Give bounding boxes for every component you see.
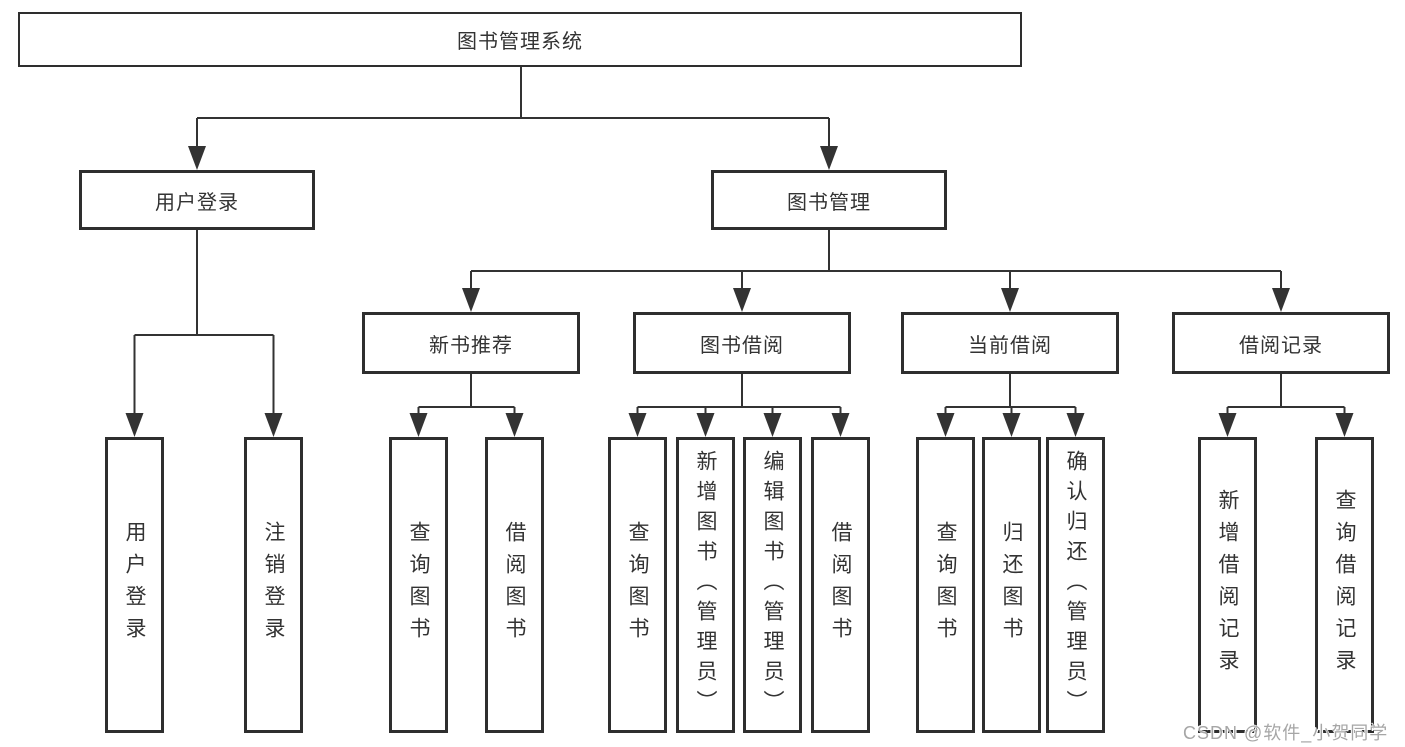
leaf-borrow-books-2-label: 借阅图书 bbox=[829, 521, 852, 649]
leaf-query-books-2: 查询图书 bbox=[608, 437, 667, 733]
leaf-query-borrow-record-label: 查询借阅记录 bbox=[1333, 489, 1356, 681]
node-borrow-records-label: 借阅记录 bbox=[1239, 334, 1323, 357]
arrow-down-icon bbox=[1066, 413, 1085, 437]
node-root-label: 图书管理系统 bbox=[457, 31, 583, 53]
connector-user-login bbox=[133, 230, 275, 416]
leaf-logout: 注销登录 bbox=[244, 437, 303, 733]
connector-book-borrow bbox=[636, 374, 842, 416]
node-book-management: 图书管理 bbox=[711, 170, 947, 230]
node-book-borrow: 图书借阅 bbox=[633, 312, 851, 374]
leaf-edit-book-admin-label: 编辑图书（管理员） bbox=[761, 450, 784, 720]
leaf-return-book-label: 归还图书 bbox=[1000, 521, 1023, 649]
arrow-down-icon bbox=[820, 146, 838, 170]
arrow-down-icon bbox=[1272, 288, 1290, 312]
leaf-query-books-3-label: 查询图书 bbox=[934, 521, 957, 649]
arrow-down-icon bbox=[696, 413, 715, 437]
arrow-down-icon bbox=[409, 413, 428, 437]
arrow-down-icon bbox=[733, 288, 751, 312]
connector-new-book-recommend bbox=[417, 374, 516, 416]
leaf-add-borrow-record-label: 新增借阅记录 bbox=[1216, 489, 1239, 681]
arrow-down-icon bbox=[1002, 413, 1021, 437]
node-book-management-label: 图书管理 bbox=[787, 191, 871, 214]
connector-borrow-records bbox=[1226, 374, 1346, 416]
arrow-down-icon bbox=[264, 413, 283, 437]
arrow-down-icon bbox=[462, 288, 480, 312]
arrow-down-icon bbox=[936, 413, 955, 437]
leaf-return-book: 归还图书 bbox=[982, 437, 1041, 733]
node-root: 图书管理系统 bbox=[18, 12, 1022, 67]
arrow-down-icon bbox=[188, 146, 206, 170]
leaf-add-book-admin-label: 新增图书（管理员） bbox=[694, 450, 717, 720]
arrow-down-icon bbox=[1001, 288, 1019, 312]
leaf-borrow-books-1: 借阅图书 bbox=[485, 437, 544, 733]
node-current-borrow: 当前借阅 bbox=[901, 312, 1119, 374]
leaf-borrow-books-2: 借阅图书 bbox=[811, 437, 870, 733]
csdn-watermark: CSDN @软件_小贺同学 bbox=[1183, 723, 1389, 743]
leaf-logout-label: 注销登录 bbox=[262, 521, 285, 649]
leaf-user-login: 用户登录 bbox=[105, 437, 164, 733]
connector-root bbox=[196, 67, 830, 150]
arrow-down-icon bbox=[1218, 413, 1237, 437]
leaf-query-books-2-label: 查询图书 bbox=[626, 521, 649, 649]
node-new-book-recommend-label: 新书推荐 bbox=[429, 334, 513, 357]
node-borrow-records: 借阅记录 bbox=[1172, 312, 1390, 374]
leaf-query-borrow-record: 查询借阅记录 bbox=[1315, 437, 1374, 733]
leaf-add-book-admin: 新增图书（管理员） bbox=[676, 437, 735, 733]
connector-current-borrow bbox=[944, 374, 1077, 416]
node-new-book-recommend: 新书推荐 bbox=[362, 312, 580, 374]
node-book-borrow-label: 图书借阅 bbox=[700, 334, 784, 357]
leaf-query-books-3: 查询图书 bbox=[916, 437, 975, 733]
leaf-query-books-1: 查询图书 bbox=[389, 437, 448, 733]
leaf-user-login-label: 用户登录 bbox=[123, 521, 146, 649]
leaf-add-borrow-record: 新增借阅记录 bbox=[1198, 437, 1257, 733]
arrow-down-icon bbox=[125, 413, 144, 437]
arrow-down-icon bbox=[831, 413, 850, 437]
node-current-borrow-label: 当前借阅 bbox=[968, 334, 1052, 357]
leaf-query-books-1-label: 查询图书 bbox=[407, 521, 430, 649]
leaf-edit-book-admin: 编辑图书（管理员） bbox=[743, 437, 802, 733]
leaf-borrow-books-1-label: 借阅图书 bbox=[503, 521, 526, 649]
leaf-confirm-return-admin: 确认归还（管理员） bbox=[1046, 437, 1105, 733]
arrowhead-icons bbox=[125, 146, 1354, 437]
arrow-down-icon bbox=[1335, 413, 1354, 437]
leaf-confirm-return-admin-label: 确认归还（管理员） bbox=[1064, 450, 1087, 720]
node-user-login-label: 用户登录 bbox=[155, 191, 239, 214]
connector-book-management bbox=[470, 230, 1282, 292]
arrow-down-icon bbox=[505, 413, 524, 437]
arrow-down-icon bbox=[628, 413, 647, 437]
arrow-down-icon bbox=[763, 413, 782, 437]
node-user-login: 用户登录 bbox=[79, 170, 315, 230]
